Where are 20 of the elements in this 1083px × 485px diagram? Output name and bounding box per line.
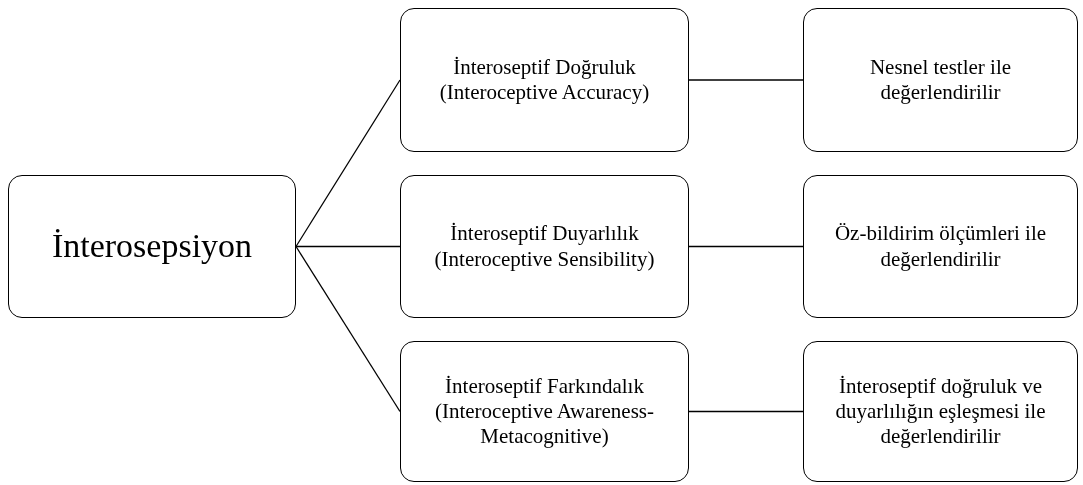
box-label: Öz-bildirim ölçümleri ile değerlendirilir xyxy=(833,221,1048,272)
connector-line xyxy=(688,245,804,248)
process-box xyxy=(400,8,689,152)
process-box xyxy=(803,8,1078,152)
connector-line xyxy=(295,245,401,248)
connector-line xyxy=(688,410,804,413)
connector-line xyxy=(295,245,401,413)
box-label: İnteroseptif Farkındalık (Interoceptive Awareness-Metacognitive) xyxy=(433,373,656,450)
process-box xyxy=(8,175,296,318)
box-label: İnteroseptif doğruluk ve duyarlılığın eşleşmesi ile değerlendirilir xyxy=(834,373,1047,450)
process-box xyxy=(803,341,1078,482)
box-label: İnteroseptif Doğruluk (Interoceptive Accuracy) xyxy=(438,54,651,106)
process-box xyxy=(400,341,689,482)
connector-line xyxy=(688,79,804,81)
box-label: İnteroseptif Duyarlılık (Interoceptive Sensibility) xyxy=(433,221,656,272)
box-label: İnterosepsiyon xyxy=(51,226,253,267)
process-box xyxy=(803,175,1078,318)
connector-line xyxy=(295,79,401,248)
box-label: Nesnel testler ile değerlendirilir xyxy=(868,54,1013,106)
process-box xyxy=(400,175,689,318)
